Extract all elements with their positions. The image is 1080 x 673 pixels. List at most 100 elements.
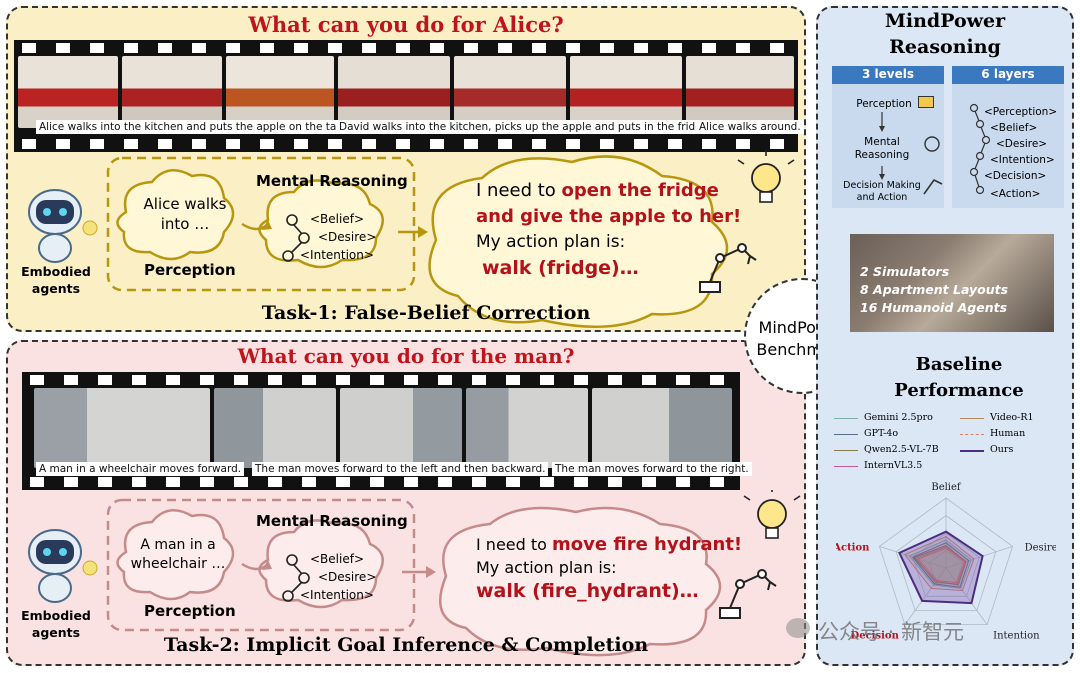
radar-series-internvl3-5: [917, 547, 966, 584]
radar-grid-ring: [912, 532, 980, 597]
right-title-1: MindPower: [884, 10, 1006, 32]
task2-caption-3: The man moves forward to the right.: [552, 462, 752, 476]
legend-internvl: InternVL3.5: [864, 460, 923, 471]
task1-response-prefix: I need to: [476, 180, 556, 201]
robot-icon: [28, 529, 98, 603]
task1-frame-1: [18, 56, 118, 128]
layers-nodes: [969, 103, 991, 195]
tv-icon: [918, 96, 934, 108]
task2-mental-reasoning: Mental Reasoning: [256, 512, 408, 530]
task2-action: walk (fire_hydrant)…: [476, 580, 699, 602]
task2-belief: <Belief>: [310, 552, 364, 566]
task1-action: walk (fridge)…: [482, 257, 639, 279]
radar-axis-label-desire: Desire: [1025, 542, 1056, 553]
layers-header-bg: [952, 66, 1064, 84]
task1-title: Task-1: False-Belief Correction: [261, 302, 591, 324]
task2-frame-2: [214, 388, 336, 468]
right-title-2: Reasoning: [889, 36, 1001, 58]
task1-frame-2: [122, 56, 222, 128]
task1-caption-3: Alice walks around.: [696, 120, 804, 134]
levels-arrows: [879, 112, 943, 195]
stat-agents: 16 Humanoid Agents: [860, 300, 1008, 315]
task1-response-1: I need to open the fridge: [476, 180, 719, 201]
legend-gpt4o: GPT-4o: [864, 428, 899, 439]
robot-icon: [28, 189, 98, 263]
head-icon: [924, 136, 940, 152]
task1-frame-5: [454, 56, 566, 128]
task2-diagram: [28, 490, 801, 657]
task1-question: What can you do for Alice?: [248, 12, 564, 37]
robot-arm-icon: [699, 243, 757, 293]
layers-box: [952, 84, 1064, 208]
radar-axis-label-intention: Intention: [993, 631, 1040, 642]
task2-caption-2: The man moves forward to the left and th…: [252, 462, 549, 476]
stat-layouts: 8 Apartment Layouts: [860, 282, 1009, 297]
task1-frame-3: [226, 56, 334, 128]
task1-response-2: My action plan is:: [476, 232, 626, 252]
task2-question: What can you do for the man?: [237, 344, 575, 368]
level-mental: Mental: [864, 136, 900, 148]
level-perception: Perception: [856, 98, 912, 110]
task1-perception: Perception: [144, 261, 236, 279]
task2-caption-1: A man in a wheelchair moves forward.: [36, 462, 245, 476]
mental-cloud: [258, 519, 384, 609]
task1-agent-label-2: agents: [31, 281, 81, 296]
task2-title: Task-2: Implicit Goal Inference & Comple…: [163, 634, 649, 656]
task2-response-prefix: I need to: [476, 535, 547, 554]
simulator-image: [850, 234, 1054, 332]
perception-cloud: [116, 509, 235, 601]
task2-agent-label-2: agents: [31, 625, 81, 640]
level-reasoning: Reasoning: [854, 149, 910, 161]
task2-perception: Perception: [144, 602, 236, 620]
task1-mental-reasoning: Mental Reasoning: [256, 172, 408, 190]
task2-frame-4: [466, 388, 588, 468]
mental-cloud: [258, 179, 384, 269]
layer-desire: <Desire>: [996, 138, 1048, 150]
task1-response-highlight-1: open the fridge: [561, 180, 719, 201]
radar-axis-line: [945, 567, 988, 625]
watermark-text: 公众号 · 新智元: [818, 620, 965, 644]
radar-grid-ring: [878, 497, 1014, 626]
radar-axis-line: [904, 567, 947, 625]
layer-intention: <Intention>: [990, 154, 1055, 166]
radar-series-human: [903, 535, 975, 592]
lightbulb-icon: [737, 150, 795, 203]
stat-simulators: 2 Simulators: [860, 264, 950, 279]
legend-qwen: Qwen2.5-VL-7B: [864, 444, 939, 455]
radar-axis-label-belief: Belief: [931, 482, 962, 493]
task1-perception-text-1: Alice walks: [143, 195, 227, 213]
robot-arm-icon: [719, 569, 777, 619]
task1-caption-1: Alice walks into the kitchen and puts th…: [36, 120, 359, 134]
task2-response-1: I need to move fire hydrant!: [476, 534, 742, 555]
layer-action: <Action>: [990, 188, 1041, 200]
levels-header-bg: [832, 66, 944, 84]
levels-header: 3 levels: [862, 67, 914, 81]
layer-decision: <Decision>: [984, 170, 1047, 182]
legend-ours: Ours: [990, 444, 1014, 455]
task1-filmstrip: Alice walks into the kitchen and puts th…: [14, 40, 804, 152]
layer-perception: <Perception>: [984, 106, 1058, 118]
task2-response-2: My action plan is:: [476, 558, 617, 577]
task1-frame-7: [686, 56, 794, 128]
task2-perception-text-2: wheelchair …: [130, 556, 226, 572]
task1-perception-text-2: into …: [160, 215, 210, 233]
response-cloud: [428, 155, 729, 328]
radar-grid-ring: [895, 515, 997, 611]
task2-intention: <Intention>: [300, 588, 374, 602]
task1-agent-label-1: Embodied: [21, 264, 91, 279]
perception-cloud: [116, 169, 235, 261]
radar-axis-label-action: Action: [836, 542, 870, 553]
task2-frame-5: [592, 388, 732, 468]
task2-response-highlight: move fire hydrant!: [552, 534, 743, 555]
radar-series-ours: [898, 530, 984, 605]
wechat-icon: [786, 618, 810, 638]
level-decision: Decision Making: [843, 180, 921, 191]
task2-perception-text-1: A man in a: [140, 537, 216, 553]
legend-gemini: Gemini 2.5pro: [864, 412, 933, 423]
radar-series-gpt-4o: [911, 542, 970, 588]
task1-belief: <Belief>: [310, 212, 364, 226]
task2-agent-label-1: Embodied: [21, 608, 91, 623]
task1-diagram: [28, 150, 795, 328]
layers-header: 6 layers: [981, 67, 1035, 81]
radar-axis-label-decision: Decision: [851, 631, 900, 642]
